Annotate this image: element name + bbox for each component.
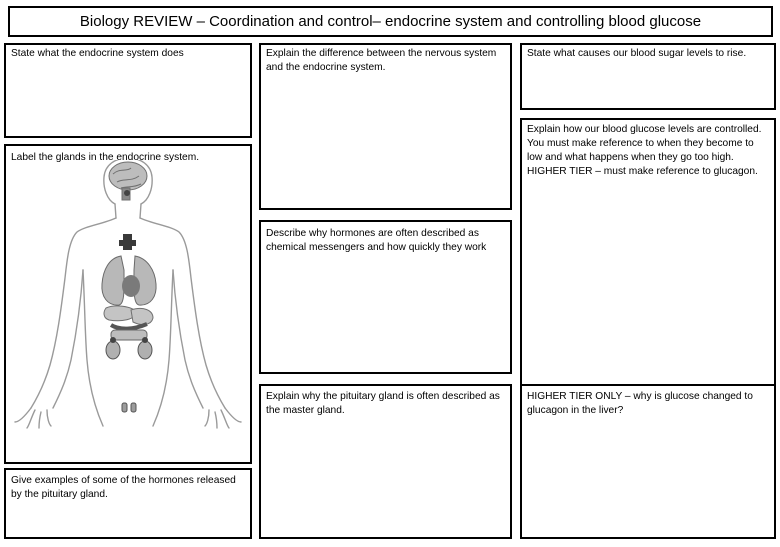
glucose-control-box[interactable]: Explain how our blood glucose levels are… xyxy=(520,118,776,386)
higher-tier-glucose-prompt: HIGHER TIER ONLY – why is glucose change… xyxy=(527,391,753,416)
endocrine-does-prompt: State what the endocrine system does xyxy=(11,48,184,59)
label-glands-prompt: Label the glands in the endocrine system… xyxy=(11,152,200,163)
endocrine-does-box[interactable]: State what the endocrine system does xyxy=(4,43,252,138)
pituitary-master-prompt: Explain why the pituitary gland is often… xyxy=(266,391,500,416)
pituitary-hormones-prompt: Give examples of some of the hormones re… xyxy=(11,475,236,500)
nervous-vs-endocrine-box[interactable]: Explain the difference between the nervo… xyxy=(259,43,512,210)
blood-sugar-rise-box[interactable]: State what causes our blood sugar levels… xyxy=(520,43,776,110)
human-endocrine-diagram-icon xyxy=(14,160,242,429)
chemical-messengers-box[interactable]: Describe why hormones are often describe… xyxy=(259,220,512,374)
higher-tier-glucose-box[interactable]: HIGHER TIER ONLY – why is glucose change… xyxy=(520,384,776,539)
nervous-vs-endocrine-prompt: Explain the difference between the nervo… xyxy=(266,48,497,73)
page-title: Biology REVIEW – Coordination and contro… xyxy=(8,6,773,37)
pituitary-hormones-box[interactable]: Give examples of some of the hormones re… xyxy=(4,468,252,539)
blood-sugar-rise-prompt: State what causes our blood sugar levels… xyxy=(527,48,747,59)
pituitary-master-box[interactable]: Explain why the pituitary gland is often… xyxy=(259,384,512,539)
glucose-control-prompt: Explain how our blood glucose levels are… xyxy=(527,124,762,177)
chemical-messengers-prompt: Describe why hormones are often describe… xyxy=(266,228,487,253)
